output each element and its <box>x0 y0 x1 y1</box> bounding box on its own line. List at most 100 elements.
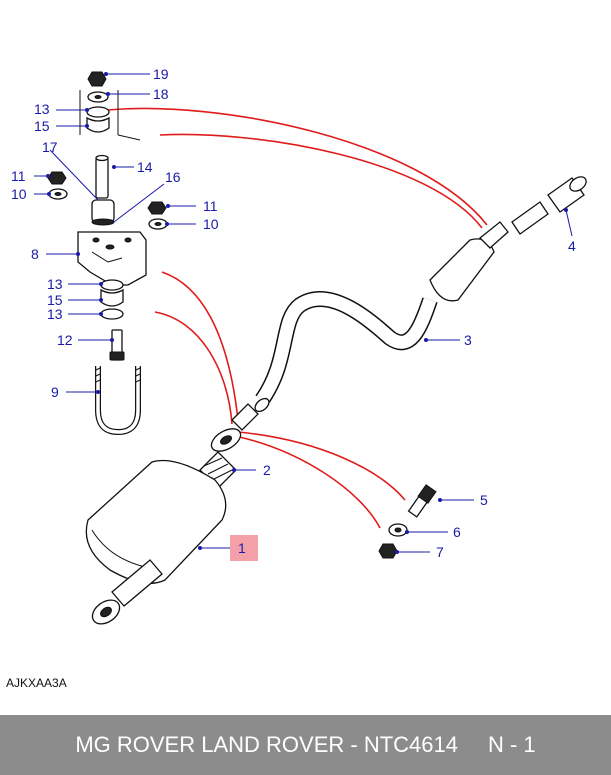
nut-11-left <box>47 171 67 185</box>
leader-dot <box>165 222 169 226</box>
part-label-9: 9 <box>51 384 59 400</box>
flange-joint-2 <box>199 403 259 489</box>
silencer-outlet <box>479 221 509 249</box>
part-label-12: 12 <box>57 332 73 348</box>
leader-dot <box>232 468 236 472</box>
leader-dot <box>198 546 202 550</box>
part-label-15-mid: 15 <box>47 292 63 308</box>
bush-base <box>91 218 115 226</box>
leader-line <box>113 183 165 223</box>
part-label-14: 14 <box>137 159 153 175</box>
leader-dot <box>166 204 170 208</box>
leader-dot <box>112 165 116 169</box>
leader-dot <box>438 498 442 502</box>
leader-lines <box>34 72 573 554</box>
pipe-end <box>254 397 270 413</box>
part-label-10-right: 10 <box>203 216 219 232</box>
bracket-hole <box>124 237 132 243</box>
nut-11-right <box>147 201 167 215</box>
part-label-13-low: 13 <box>47 306 63 322</box>
nut-19 <box>87 71 107 87</box>
bush-13-top <box>86 106 110 118</box>
leader-dot <box>85 108 89 112</box>
leader-dot <box>110 338 114 342</box>
part-label-5: 5 <box>480 492 488 508</box>
bracket-body <box>77 231 147 286</box>
bush-15-top <box>86 116 110 133</box>
part-label-18: 18 <box>153 86 169 102</box>
footer-part-code: NTC4614 <box>363 732 458 757</box>
bracket-hole <box>105 244 115 250</box>
leader-line <box>49 149 99 201</box>
pipe-fill <box>256 292 437 404</box>
part-label-13: 13 <box>34 101 50 117</box>
part-labels: 1 9 18 13 15 17 14 16 11 10 11 10 8 13 15… <box>11 66 576 560</box>
leader-dot <box>395 550 399 554</box>
rear-silencer-3 <box>254 221 509 413</box>
part-label-7: 7 <box>436 544 444 560</box>
bolt-5-head <box>417 484 437 504</box>
highlight-box <box>230 535 258 561</box>
spacer-stack <box>91 154 115 226</box>
callout-line <box>107 107 488 226</box>
tail-pipe-end <box>569 176 587 192</box>
drawing-code: AJKXAA3A <box>6 676 67 690</box>
silencer-body <box>429 238 495 302</box>
lower-mount-stack <box>100 279 125 361</box>
bolt-12-head <box>109 351 125 361</box>
exhaust-parts-diagram: 1 9 18 13 15 17 14 16 11 10 11 10 8 13 15… <box>6 66 587 690</box>
leader-dot <box>106 92 110 96</box>
callout-lines <box>107 107 488 529</box>
part-label-3: 3 <box>464 332 472 348</box>
front-silencer-1 <box>85 459 227 625</box>
part-label-1: 1 <box>238 540 246 556</box>
bush-13-low <box>100 308 124 320</box>
outlet-pipe <box>111 559 163 607</box>
part-label-16: 16 <box>165 169 181 185</box>
nut-7 <box>378 543 398 559</box>
part-label-10-left: 10 <box>11 186 27 202</box>
tail-pipe-section <box>511 201 549 235</box>
leader-dot <box>104 72 108 76</box>
part-label-6: 6 <box>453 524 461 540</box>
part-label-15: 15 <box>34 118 50 134</box>
u-bolt-threads <box>95 367 141 383</box>
callout-line <box>161 271 239 421</box>
leader-dot <box>47 192 51 196</box>
footer-brand: MG ROVER LAND ROVER <box>75 732 345 757</box>
footer-separator: - <box>344 732 364 757</box>
leader-dot <box>99 312 103 316</box>
leader-dot <box>564 208 568 212</box>
callout-line <box>234 435 381 529</box>
part-label-11-right: 11 <box>203 198 218 214</box>
part-label-13-mid: 13 <box>47 276 63 292</box>
part-label-4: 4 <box>568 238 576 254</box>
callout-line <box>154 311 233 425</box>
leader-dot <box>99 298 103 302</box>
bracket-slot <box>91 251 123 263</box>
leader-dot <box>85 124 89 128</box>
mounting-bracket-8 <box>77 231 147 286</box>
part-label-2: 2 <box>263 462 271 478</box>
gasket-ribs <box>203 457 233 481</box>
washer-hole <box>154 222 162 226</box>
footer-bar: MG ROVER LAND ROVER - NTC4614 N - 1 <box>0 715 611 775</box>
top-mount-stack <box>79 71 141 141</box>
leader-dot <box>46 174 50 178</box>
leader-line <box>565 209 573 237</box>
leader-dot <box>99 282 103 286</box>
spacer-14 <box>95 157 109 199</box>
stud-guide <box>117 134 141 141</box>
callout-line <box>159 133 483 229</box>
footer-page: N - 1 <box>487 732 536 757</box>
callout-line <box>237 431 406 501</box>
part-label-17: 17 <box>42 139 58 155</box>
part-label-8: 8 <box>31 246 39 262</box>
joint-fasteners <box>378 484 437 559</box>
part-label-11-left: 11 <box>11 168 26 184</box>
bracket-hole <box>92 237 100 243</box>
bush-15-mid <box>100 288 124 307</box>
small-fasteners <box>47 171 168 230</box>
tail-pipe-4 <box>511 176 587 235</box>
leader-dot <box>424 338 428 342</box>
